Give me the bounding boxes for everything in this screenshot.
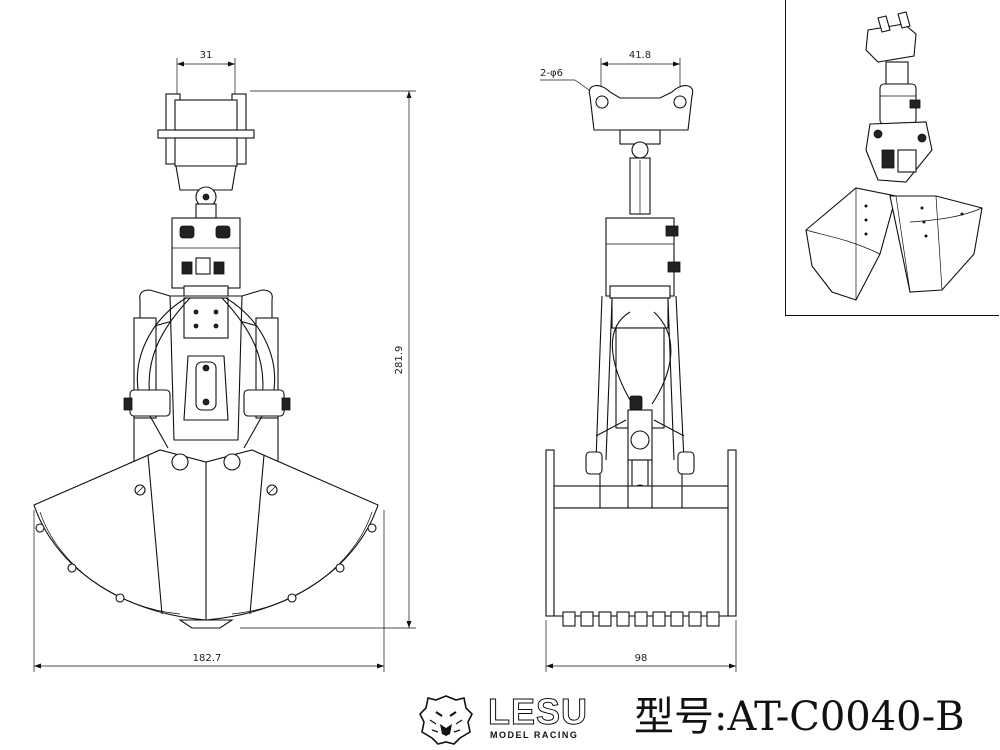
brand-subtitle: MODEL RACING: [490, 730, 579, 740]
grab-body-side: [611, 297, 672, 509]
dim-side-width: 98: [545, 620, 737, 672]
dim-label-182-7: 182.7: [193, 653, 222, 664]
dim-label-31: 31: [200, 50, 213, 61]
dim-label-41-8: 41.8: [629, 50, 651, 61]
title-block: LESU MODEL RACING 型号:AT-C0040-B: [410, 690, 1000, 750]
mount-plate-side: [588, 85, 694, 215]
dim-label-281-9: 281.9: [394, 346, 405, 375]
lion-head-logo-icon: [419, 695, 473, 745]
front-view: 31: [33, 50, 416, 672]
side-struts: [585, 295, 695, 475]
rotator-block-side: [605, 217, 681, 299]
mount-bracket-front: [157, 93, 255, 219]
dim-top-width-front: 31: [176, 50, 236, 100]
dim-top-width-side: 41.8: [600, 50, 681, 100]
isometric-view-panel: [785, 0, 999, 316]
rotator-block-front: [171, 217, 241, 299]
brand-name: LESU: [487, 691, 589, 732]
clamshell-buckets-front: [33, 449, 379, 629]
dim-label-holes: 2-φ6: [540, 68, 563, 79]
bucket-side: [545, 449, 737, 627]
side-view: 41.8 2-φ6: [540, 50, 737, 672]
bucket-teeth: [562, 611, 720, 627]
dim-open-width: 182.7: [33, 510, 385, 672]
dim-label-98: 98: [635, 653, 648, 664]
model-number: 型号:AT-C0040-B: [634, 694, 965, 740]
dim-overall-height: 281.9: [240, 90, 416, 629]
grab-frame-front: [123, 289, 291, 470]
isometric-render: [805, 11, 983, 301]
